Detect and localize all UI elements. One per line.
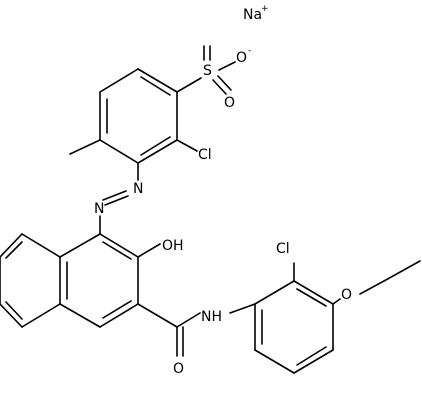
sulfonate-group: S O - O — [176, 45, 251, 111]
ethoxy-substituent: O — [332, 260, 421, 305]
chloro-lower-label: Cl — [276, 241, 290, 257]
upper-benzene-ring — [99, 68, 178, 164]
azo-nitrogen-1-label: N — [133, 181, 143, 197]
sulfur-label: S — [203, 63, 212, 79]
methyl-substituent — [69, 139, 101, 155]
chloro-upper-label: Cl — [198, 147, 212, 163]
sulfonate-oxygen-bottom-label: O — [224, 95, 235, 111]
sodium-positive-charge: + — [261, 4, 269, 14]
upper-chloro-substituent: Cl — [176, 139, 212, 163]
carboxamide-group: O NH — [137, 303, 256, 377]
lower-chloro-substituent: Cl — [276, 241, 295, 282]
hydroxy-substituent: OH — [137, 238, 184, 258]
amide-nh-label: NH — [201, 309, 222, 325]
carbonyl-oxygen-label: O — [173, 361, 184, 377]
sulfonate-negative-charge: - — [248, 46, 251, 56]
sodium-counter-ion: Na + — [243, 4, 269, 23]
hydroxy-label: OH — [162, 238, 184, 254]
azo-nitrogen-2-label: N — [94, 201, 104, 217]
sodium-label: Na — [243, 7, 262, 23]
lower-benzene-ring — [254, 280, 334, 374]
sulfonate-oxygen-top-label: O — [236, 50, 247, 66]
azo-linkage: N N — [94, 162, 143, 235]
ether-oxygen-label: O — [341, 287, 352, 303]
naphthalene-ring-system — [0, 233, 139, 328]
